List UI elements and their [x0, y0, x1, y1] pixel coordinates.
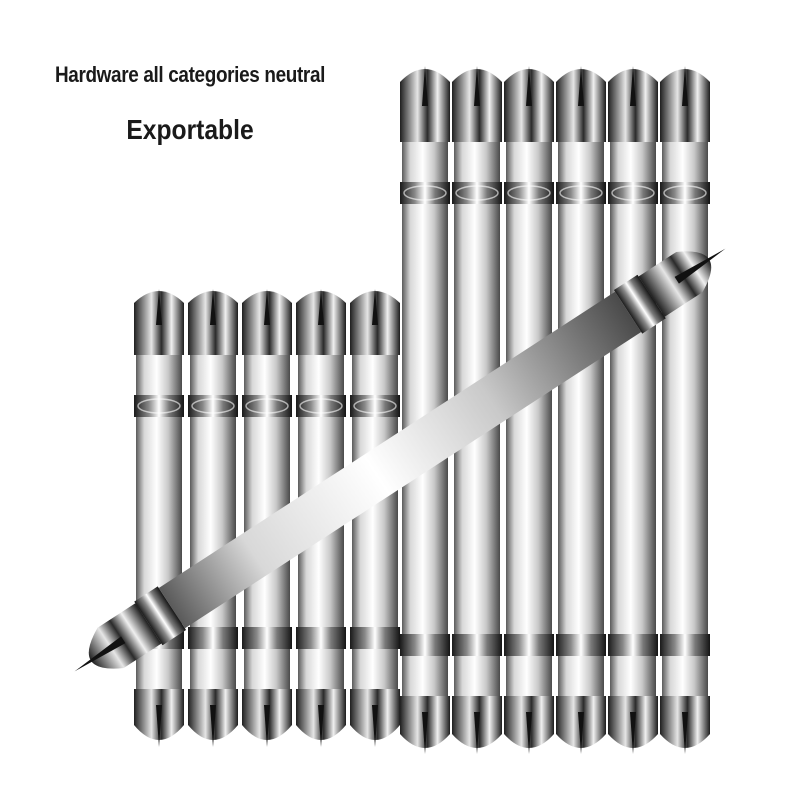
- bit-short-1: [133, 288, 185, 748]
- diagonal-bit: [74, 248, 726, 672]
- bit-long-4: [555, 65, 607, 755]
- bit-long-6: [659, 65, 711, 755]
- bit-short-5: [349, 288, 401, 748]
- subline-text: Exportable: [126, 114, 254, 145]
- headline-text: Hardware all categories neutral: [54, 62, 326, 87]
- bit-short-2: [187, 288, 239, 748]
- bit-long-5: [607, 65, 659, 755]
